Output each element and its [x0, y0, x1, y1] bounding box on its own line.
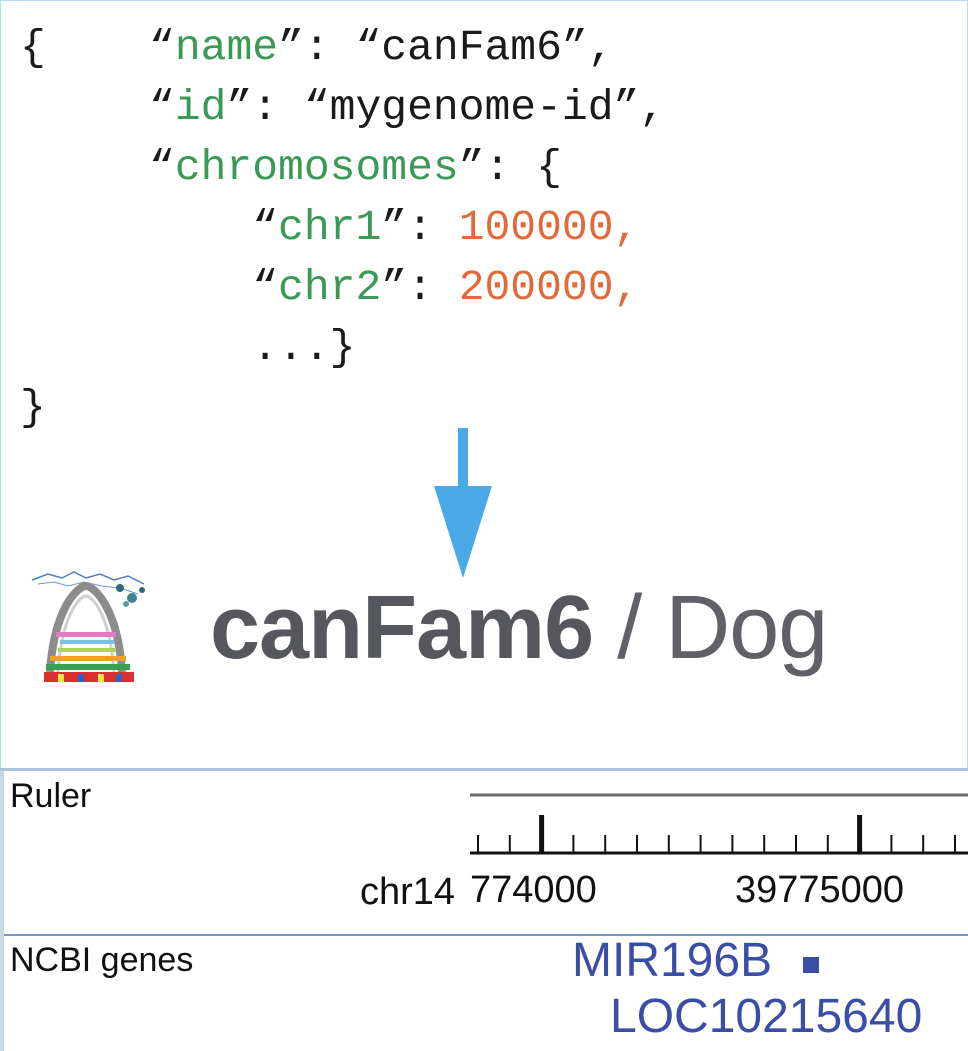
json-value-name: canFam6 — [381, 23, 562, 72]
gene-label-mir196b[interactable]: MIR196B — [572, 934, 773, 987]
browser-track-panel: Ruler chr14 774000 39775000 NCBI genes M… — [0, 768, 968, 1051]
json-key-chr2: chr2 — [278, 263, 382, 312]
assembly-name: canFam6 — [210, 578, 594, 678]
ruler-position-left: 774000 — [470, 869, 597, 911]
ruler-track — [470, 793, 968, 855]
ruler-position-right: 39775000 — [735, 869, 905, 911]
close-brace: } — [20, 383, 46, 432]
json-value-chr2: 200000, — [458, 263, 640, 312]
json-key-id: id — [174, 83, 227, 132]
genome-title: canFam6 / Dog — [210, 578, 828, 678]
json-key-chromosomes: chromosomes — [174, 143, 459, 192]
gene-label-loc[interactable]: LOC10215640 — [610, 990, 923, 1043]
down-arrow-icon — [434, 428, 492, 578]
json-value-id: mygenome-id — [329, 83, 614, 132]
track-label-ncbi-genes[interactable]: NCBI genes — [10, 941, 194, 979]
gene-feature-mark[interactable] — [803, 957, 819, 973]
organism-name: Dog — [665, 578, 828, 678]
json-ellipsis: ...} — [252, 323, 356, 372]
track-divider — [4, 934, 968, 936]
ruler-chromosome: chr14 — [360, 871, 456, 913]
json-key-name: name — [174, 23, 279, 72]
open-brace: { — [20, 23, 46, 72]
panel-left-edge — [0, 771, 4, 1051]
genome-browser-logo-icon — [31, 571, 145, 682]
track-label-ruler[interactable]: Ruler — [10, 777, 92, 815]
json-key-chr1: chr1 — [278, 203, 382, 252]
title-separator: / — [593, 578, 666, 678]
json-value-chr1: 100000, — [458, 203, 640, 252]
genome-json-code: { “name”: “canFam6”, “id”: “mygenome-id”… — [20, 23, 666, 432]
